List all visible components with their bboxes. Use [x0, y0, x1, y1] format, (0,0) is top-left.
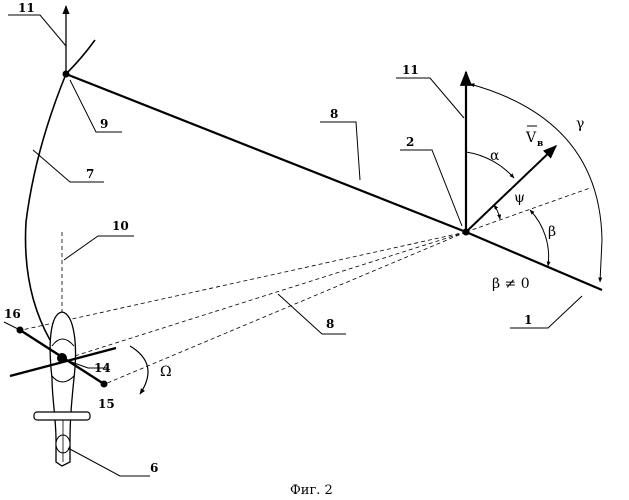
label-8-lower: 8 — [326, 317, 334, 331]
point-9 — [62, 70, 70, 78]
leader-6 — [67, 447, 150, 477]
label-9: 9 — [100, 117, 108, 131]
symbol-gamma: γ — [576, 116, 584, 132]
line-1 — [465, 230, 603, 292]
psi-arc — [493, 204, 502, 220]
label-8-upper: 8 — [330, 107, 338, 121]
point-2 — [462, 228, 470, 236]
label-15: 15 — [98, 397, 115, 411]
helicopter-canopy — [51, 338, 75, 347]
label-2: 2 — [406, 135, 414, 149]
dashed-ray-14 — [61, 231, 467, 361]
dashed-ray-15 — [104, 231, 467, 385]
leader-16 — [3, 321, 21, 331]
label-11-right: 11 — [402, 63, 419, 77]
label-1: 1 — [524, 313, 532, 327]
label-14: 14 — [94, 361, 111, 375]
curve-7 — [24, 39, 96, 341]
rotor-hub-14 — [57, 353, 67, 363]
leader-8-lower — [277, 293, 346, 335]
blade-tip-15 — [100, 380, 108, 388]
label-10: 10 — [112, 219, 129, 233]
symbol-alpha: α — [490, 148, 500, 164]
leader-11-right — [396, 77, 465, 119]
leader-11-left — [8, 14, 67, 47]
dashed-ray-16 — [21, 231, 467, 331]
omega-arc — [129, 345, 149, 395]
leader-2 — [400, 149, 463, 227]
symbol-psi: ψ — [514, 190, 525, 206]
helicopter-body-arc — [51, 375, 75, 383]
label-6: 6 — [150, 461, 158, 475]
beta-condition: β ≠ 0 — [492, 276, 530, 292]
leader-7 — [32, 149, 104, 183]
beta-arc — [529, 209, 551, 267]
symbol-beta: β — [548, 224, 556, 240]
line-8-main — [65, 72, 467, 234]
leader-1 — [510, 295, 583, 329]
figure-caption: Фиг. 2 — [290, 483, 333, 498]
leader-9 — [69, 79, 122, 133]
velocity-vector — [465, 145, 558, 233]
leader-8-upper — [320, 121, 361, 181]
velocity-subscript: в — [537, 139, 543, 149]
leader-10 — [63, 235, 134, 261]
helicopter-fuselage — [49, 311, 77, 467]
label-16: 16 — [4, 307, 21, 321]
label-11-left: 11 — [18, 1, 35, 15]
helicopter-stabilizer — [33, 411, 91, 421]
helicopter-6 — [9, 311, 117, 467]
gamma-arc — [469, 83, 603, 283]
leader-14 — [65, 359, 108, 369]
dashed-ray-extension — [465, 187, 591, 233]
velocity-label: V — [525, 130, 537, 146]
label-7: 7 — [86, 167, 94, 181]
symbol-omega: Ω — [160, 364, 172, 380]
